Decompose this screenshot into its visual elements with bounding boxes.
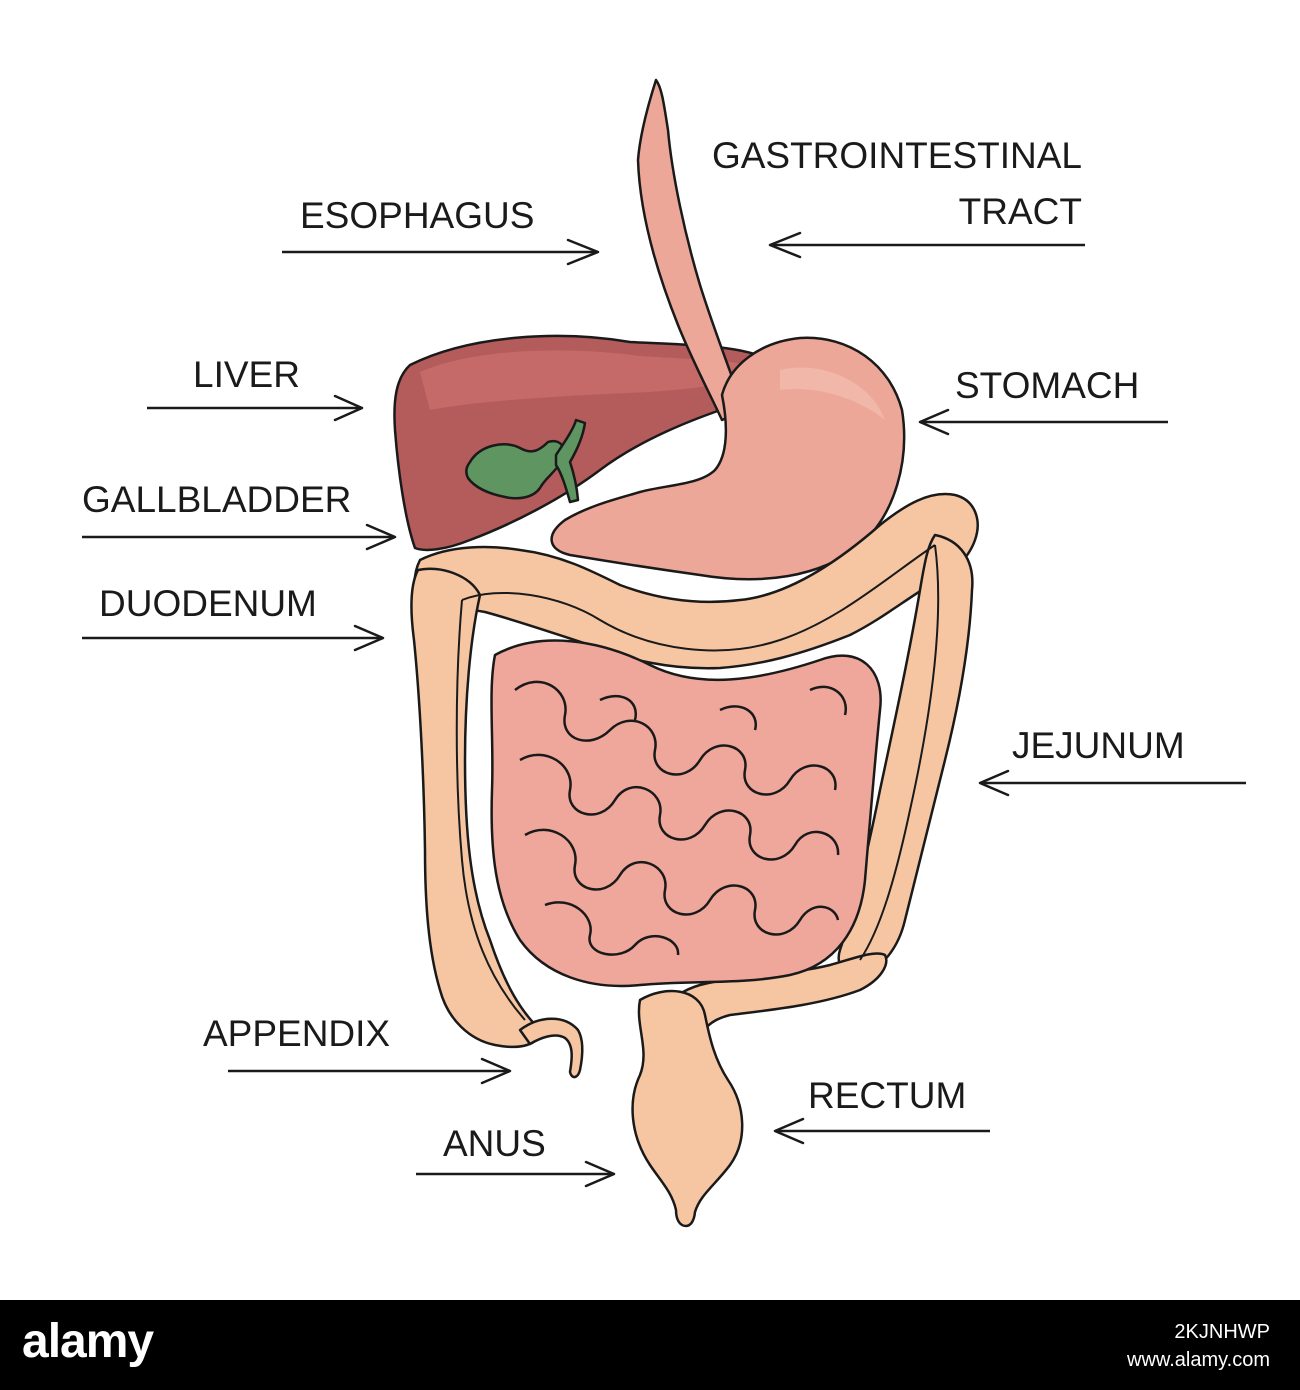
esophagus <box>636 78 746 422</box>
appendix-arrow <box>228 1057 512 1085</box>
anus-arrow <box>416 1160 616 1188</box>
footer-bar: alamy 2KJNHWP www.alamy.com <box>0 1300 1300 1390</box>
arrows <box>82 231 1246 1188</box>
liver <box>393 334 782 552</box>
label-esophagus: ESOPHAGUS <box>300 195 534 236</box>
label-stomach: STOMACH <box>955 365 1139 406</box>
gallbladder <box>465 418 587 504</box>
alamy-logo: alamy <box>22 1315 154 1368</box>
site-url: www.alamy.com <box>1127 1349 1270 1371</box>
image-id: 2KJNHWP <box>1174 1321 1270 1343</box>
label-tract-line2: TRACT <box>959 191 1082 232</box>
label-appendix: APPENDIX <box>203 1013 390 1054</box>
label-jejunum: JEJUNUM <box>1012 725 1185 766</box>
liver-arrow <box>147 394 364 422</box>
tract-arrow <box>768 231 1085 259</box>
esophagus-arrow <box>282 238 600 266</box>
label-anus: ANUS <box>443 1123 546 1164</box>
digestive-system-diagram: ESOPHAGUS GASTROINTESTINAL TRACT LIVER S… <box>82 78 1246 1228</box>
large-intestine <box>410 492 979 1228</box>
footer-image-info: 2KJNHWP www.alamy.com <box>1127 1318 1270 1374</box>
jejunum-arrow <box>978 769 1246 797</box>
label-liver: LIVER <box>193 354 300 395</box>
stomach-arrow <box>918 408 1168 436</box>
label-gallbladder: GALLBLADDER <box>82 479 351 520</box>
duodenum-arrow <box>82 624 385 652</box>
label-duodenum: DUODENUM <box>99 583 317 624</box>
small-intestine <box>490 639 882 988</box>
labels: ESOPHAGUS GASTROINTESTINAL TRACT LIVER S… <box>82 135 1185 1164</box>
label-tract-line1: GASTROINTESTINAL <box>712 135 1082 176</box>
rectum-arrow <box>773 1117 990 1145</box>
label-rectum: RECTUM <box>808 1075 966 1116</box>
gallbladder-arrow <box>82 523 397 551</box>
stomach <box>550 336 906 581</box>
